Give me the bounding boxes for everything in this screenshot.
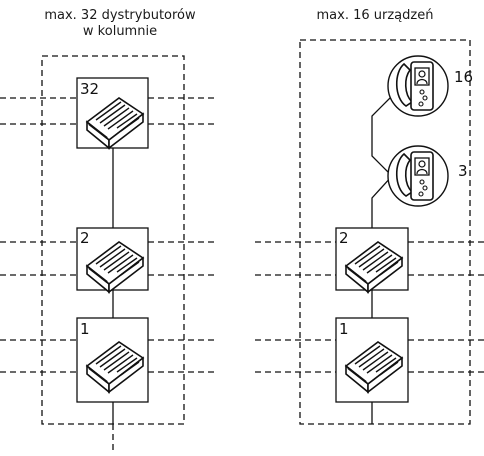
unit-label-1: 1 (80, 320, 90, 338)
device-label-3: 3 (458, 162, 468, 180)
intercom-handset-icon (387, 145, 449, 207)
right-distributor-1: 1 (255, 317, 484, 403)
right-column-boundary (299, 39, 471, 425)
unit-label-2: 2 (80, 229, 90, 247)
device-label-16: 16 (454, 68, 473, 86)
left-caption-line1: max. 32 dystrybutorów (44, 8, 196, 23)
unit-label-1: 1 (339, 320, 349, 338)
intercom-wire-3 (371, 175, 393, 228)
left-distributor-32: 32 (0, 77, 215, 150)
left-distributor-1: 1 (0, 317, 215, 403)
left-caption: max. 32 dystrybutorów w kolumnie (0, 8, 240, 40)
left-caption-line2: w kolumnie (82, 24, 158, 39)
intercom-device-3: 3 (387, 145, 468, 207)
right-distributor-2: 2 (255, 227, 484, 294)
left-distributor-2: 2 (0, 227, 215, 294)
unit-label-32: 32 (80, 80, 99, 98)
unit-label-2: 2 (339, 229, 349, 247)
intercom-device-16: 16 (387, 55, 473, 117)
intercom-wire-16 (371, 95, 393, 177)
intercom-handset-icon (387, 55, 449, 117)
right-caption: max. 16 urządzeń (316, 8, 434, 23)
